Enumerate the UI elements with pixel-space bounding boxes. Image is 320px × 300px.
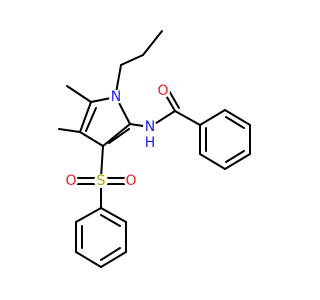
atom-symbol: N xyxy=(145,119,155,135)
bond xyxy=(100,145,104,179)
bond xyxy=(120,54,144,66)
bond xyxy=(75,207,102,223)
atom-n-pyrrole: N xyxy=(109,89,123,105)
bond xyxy=(199,153,226,170)
bond xyxy=(224,153,251,170)
bond xyxy=(225,150,245,163)
bond xyxy=(79,101,92,133)
bond xyxy=(100,214,121,227)
bond xyxy=(115,64,122,94)
atom-symbol: N xyxy=(111,89,121,105)
bond xyxy=(174,110,201,126)
atom-h-amide: H xyxy=(143,135,157,151)
bond xyxy=(199,109,226,126)
bond xyxy=(79,131,104,147)
bond-layer xyxy=(58,30,251,268)
bond xyxy=(142,30,163,56)
bond xyxy=(100,251,127,268)
atom-n-amide: N xyxy=(143,119,157,135)
bond xyxy=(75,251,102,268)
atom-symbol: O xyxy=(125,173,136,189)
bond xyxy=(85,107,97,132)
bond xyxy=(224,109,251,126)
bond xyxy=(58,128,81,133)
bond xyxy=(66,85,92,103)
atom-symbol: O xyxy=(65,173,76,189)
bond xyxy=(100,247,121,261)
atom-o-sulfonyl-left: O xyxy=(64,173,78,189)
atom-symbol: S xyxy=(97,173,106,189)
atom-symbol: H xyxy=(145,135,156,151)
bond xyxy=(100,207,127,223)
bond xyxy=(102,123,131,147)
molecule-structure: N N H O S O O xyxy=(58,30,251,268)
atom-s-sulfonyl: S xyxy=(94,173,108,189)
atom-label-layer: N N H O S O O xyxy=(64,83,170,189)
atom-symbol: O xyxy=(157,83,168,99)
atom-o-sulfonyl-right: O xyxy=(124,173,138,189)
bond xyxy=(108,128,130,144)
atom-o-carbonyl: O xyxy=(156,83,170,99)
bond xyxy=(225,116,245,129)
